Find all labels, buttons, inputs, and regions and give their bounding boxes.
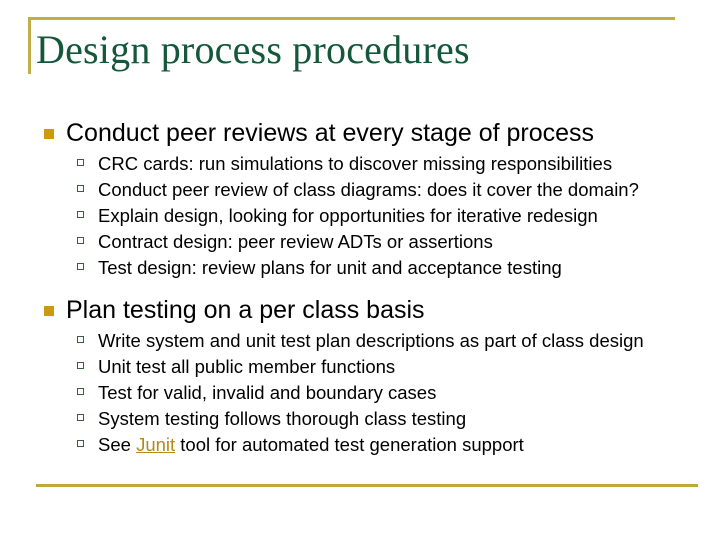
hollow-square-bullet-icon	[77, 159, 84, 166]
page-title: Design process procedures	[36, 27, 470, 72]
list-item: Test for valid, invalid and boundary cas…	[0, 380, 720, 406]
decorative-left-rule	[28, 17, 31, 74]
top-level-bullet-label: Plan testing on a per class basis	[66, 296, 425, 324]
list-item-label: See Junit tool for automated test genera…	[98, 434, 524, 455]
hollow-square-bullet-icon	[77, 211, 84, 218]
list-item-label: Write system and unit test plan descript…	[98, 330, 644, 351]
list-item-text-prefix: See	[98, 434, 137, 455]
list-item-label: System testing follows thorough class te…	[98, 408, 467, 429]
list-item: Contract design: peer review ADTs or ass…	[0, 229, 720, 255]
list-item-label: Explain design, looking for opportunitie…	[98, 205, 598, 226]
filled-square-bullet-icon	[44, 129, 54, 139]
list-item-label: Conduct peer review of class diagrams: d…	[98, 179, 639, 200]
hollow-square-bullet-icon	[77, 185, 84, 192]
slide-body: Conduct peer reviews at every stage of p…	[0, 118, 720, 458]
list-item: Explain design, looking for opportunitie…	[0, 203, 720, 229]
list-item: Conduct peer review of class diagrams: d…	[0, 177, 720, 203]
list-item-with-link: See Junit tool for automated test genera…	[0, 432, 720, 458]
list-item-label: Contract design: peer review ADTs or ass…	[98, 231, 493, 252]
top-level-bullet: Plan testing on a per class basis	[0, 295, 720, 326]
list-item-label: CRC cards: run simulations to discover m…	[98, 153, 613, 174]
list-item: Unit test all public member functions	[0, 354, 720, 380]
list-item-label: Test for valid, invalid and boundary cas…	[98, 382, 437, 403]
list-item-label: Test design: review plans for unit and a…	[98, 257, 562, 278]
hollow-square-bullet-icon	[77, 362, 84, 369]
hollow-square-bullet-icon	[77, 237, 84, 244]
bullet-group-1: Conduct peer reviews at every stage of p…	[0, 118, 720, 281]
decorative-top-rule	[28, 17, 675, 20]
list-item: CRC cards: run simulations to discover m…	[0, 151, 720, 177]
list-item-text-suffix: tool for automated test generation suppo…	[175, 434, 524, 455]
sub-bullet-list: CRC cards: run simulations to discover m…	[0, 151, 720, 281]
sub-bullet-list: Write system and unit test plan descript…	[0, 328, 720, 458]
list-item: Test design: review plans for unit and a…	[0, 255, 720, 281]
list-item-label: Unit test all public member functions	[98, 356, 396, 377]
hollow-square-bullet-icon	[77, 336, 84, 343]
junit-hyperlink[interactable]: Junit	[136, 434, 176, 455]
hollow-square-bullet-icon	[77, 388, 84, 395]
hollow-square-bullet-icon	[77, 263, 84, 270]
filled-square-bullet-icon	[44, 306, 54, 316]
decorative-bottom-rule	[36, 484, 698, 487]
bullet-group-2: Plan testing on a per class basis Write …	[0, 295, 720, 458]
hollow-square-bullet-icon	[77, 414, 84, 421]
list-item: Write system and unit test plan descript…	[0, 328, 720, 354]
top-level-bullet: Conduct peer reviews at every stage of p…	[0, 118, 720, 149]
list-item: System testing follows thorough class te…	[0, 406, 720, 432]
hollow-square-bullet-icon	[77, 440, 84, 447]
top-level-bullet-label: Conduct peer reviews at every stage of p…	[66, 119, 595, 147]
